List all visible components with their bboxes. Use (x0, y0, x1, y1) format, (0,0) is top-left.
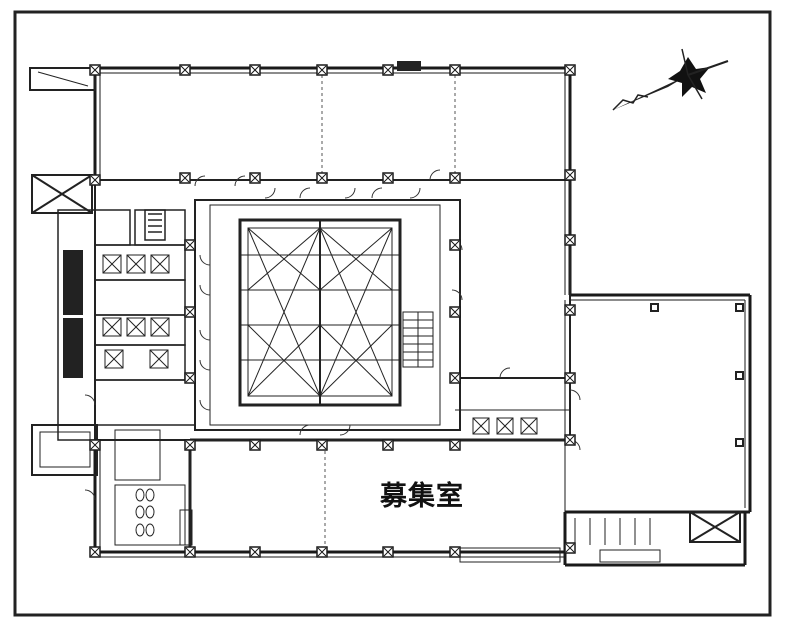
grid-lines (321, 75, 456, 548)
compass-icon (612, 48, 729, 111)
column-x-mark (185, 440, 195, 450)
column-x-mark (317, 440, 327, 450)
column-x-mark (250, 440, 260, 450)
column-x-mark (565, 65, 575, 75)
column-x-mark (317, 547, 327, 557)
column-x-mark (90, 175, 100, 185)
column-x-mark (317, 173, 327, 183)
column-x-mark (180, 173, 190, 183)
room-label: 募集室 (380, 481, 464, 512)
column-x-mark (450, 547, 460, 557)
toilet-icon (114, 429, 661, 563)
column-x-mark (565, 435, 575, 445)
column-x-mark (180, 65, 190, 75)
column-x-mark (565, 305, 575, 315)
column-x-mark (185, 373, 195, 383)
stair-west (63, 250, 83, 378)
column-x-mark (383, 65, 393, 75)
column-x-mark (450, 65, 460, 75)
column-x-mark (250, 547, 260, 557)
column-x-mark (450, 173, 460, 183)
column-x-mark (185, 547, 195, 557)
column-x-mark (565, 543, 575, 553)
stair-east (402, 311, 434, 368)
column-x-mark (450, 307, 460, 317)
column-x-mark (383, 173, 393, 183)
column-x-mark (250, 173, 260, 183)
column-x-mark (565, 373, 575, 383)
column-x-mark (450, 240, 460, 250)
column-x-mark (185, 240, 195, 250)
column-x-mark (383, 547, 393, 557)
column-x-mark (450, 373, 460, 383)
column-x-mark (383, 440, 393, 450)
door-swings (84, 169, 581, 501)
column-x-icon (89, 64, 576, 558)
column-x-mark (90, 65, 100, 75)
column-x-mark (90, 440, 100, 450)
column-x-mark (565, 235, 575, 245)
column-x-mark (450, 440, 460, 450)
column-x-mark (185, 307, 195, 317)
column-x-mark (317, 65, 327, 75)
column-x-mark (565, 170, 575, 180)
column-x-mark (90, 547, 100, 557)
left-core-rooms (57, 209, 196, 441)
central-shaft (238, 218, 402, 407)
window-markers (397, 61, 744, 447)
column-x-mark (250, 65, 260, 75)
elevator-cars (102, 254, 538, 435)
